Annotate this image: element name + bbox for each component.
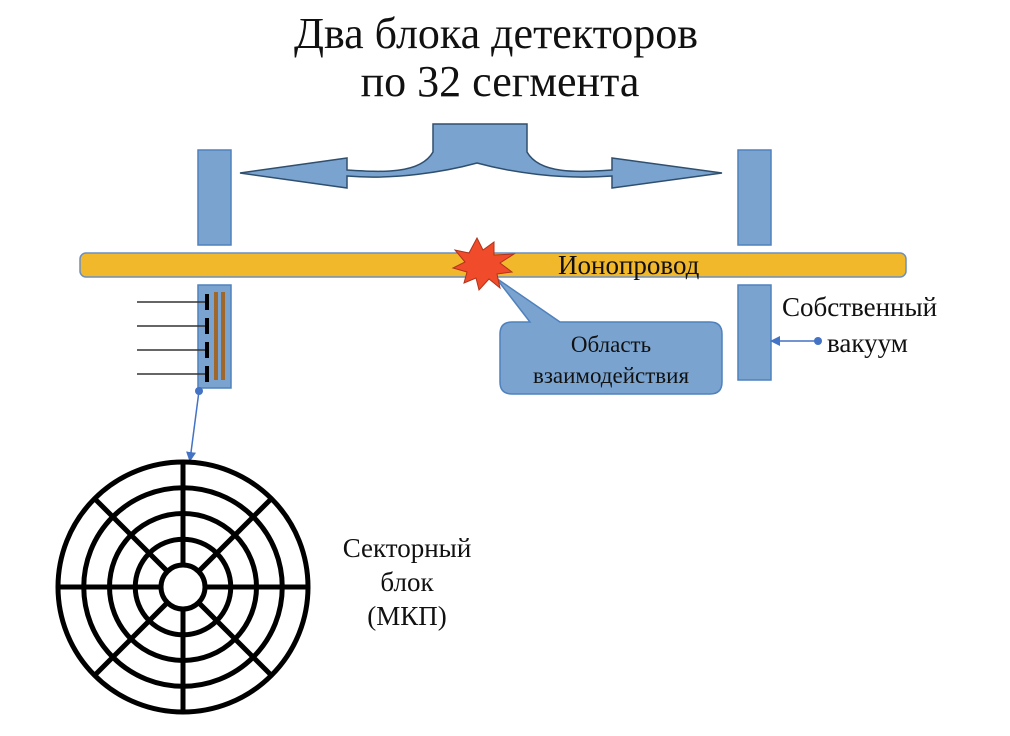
sector-spoke <box>92 600 170 678</box>
anode-pad <box>205 366 209 382</box>
title-line-1: Два блока детекторов <box>294 9 698 58</box>
sector-spoke <box>196 496 274 574</box>
sector-block-label-2: блок <box>380 567 434 597</box>
explosion-icon <box>451 236 516 292</box>
connector-arrow <box>186 390 200 462</box>
anode-segments <box>137 294 209 382</box>
mcp-plate-2 <box>221 292 225 380</box>
detector-right-upper <box>737 149 772 246</box>
vacuum-label-2: вакуум <box>827 328 908 358</box>
interaction-region-label-2: взаимодействия <box>533 363 690 388</box>
sector-spoke <box>92 496 170 574</box>
sector-spoke <box>196 600 274 678</box>
detector-left-upper <box>197 149 232 246</box>
sector-ring <box>158 562 208 612</box>
sector-block-label-1: Секторный <box>343 533 472 563</box>
sector-disk <box>55 459 311 715</box>
anode-pad <box>205 342 209 358</box>
interaction-region-callout <box>495 277 723 395</box>
sector-block-label-3: (МКП) <box>367 601 447 631</box>
anode-pad <box>205 318 209 334</box>
double-arrow-icon <box>239 123 723 189</box>
anode-pad <box>205 294 209 310</box>
vacuum-label-1: Собственный <box>782 292 937 322</box>
interaction-region-label-1: Область <box>571 332 651 357</box>
mcp-plate-1 <box>214 292 218 380</box>
title-line-2: по 32 сегмента <box>361 57 640 106</box>
detector-right-lower <box>737 284 772 381</box>
beam-pipe-label: Ионопровод <box>558 250 700 280</box>
